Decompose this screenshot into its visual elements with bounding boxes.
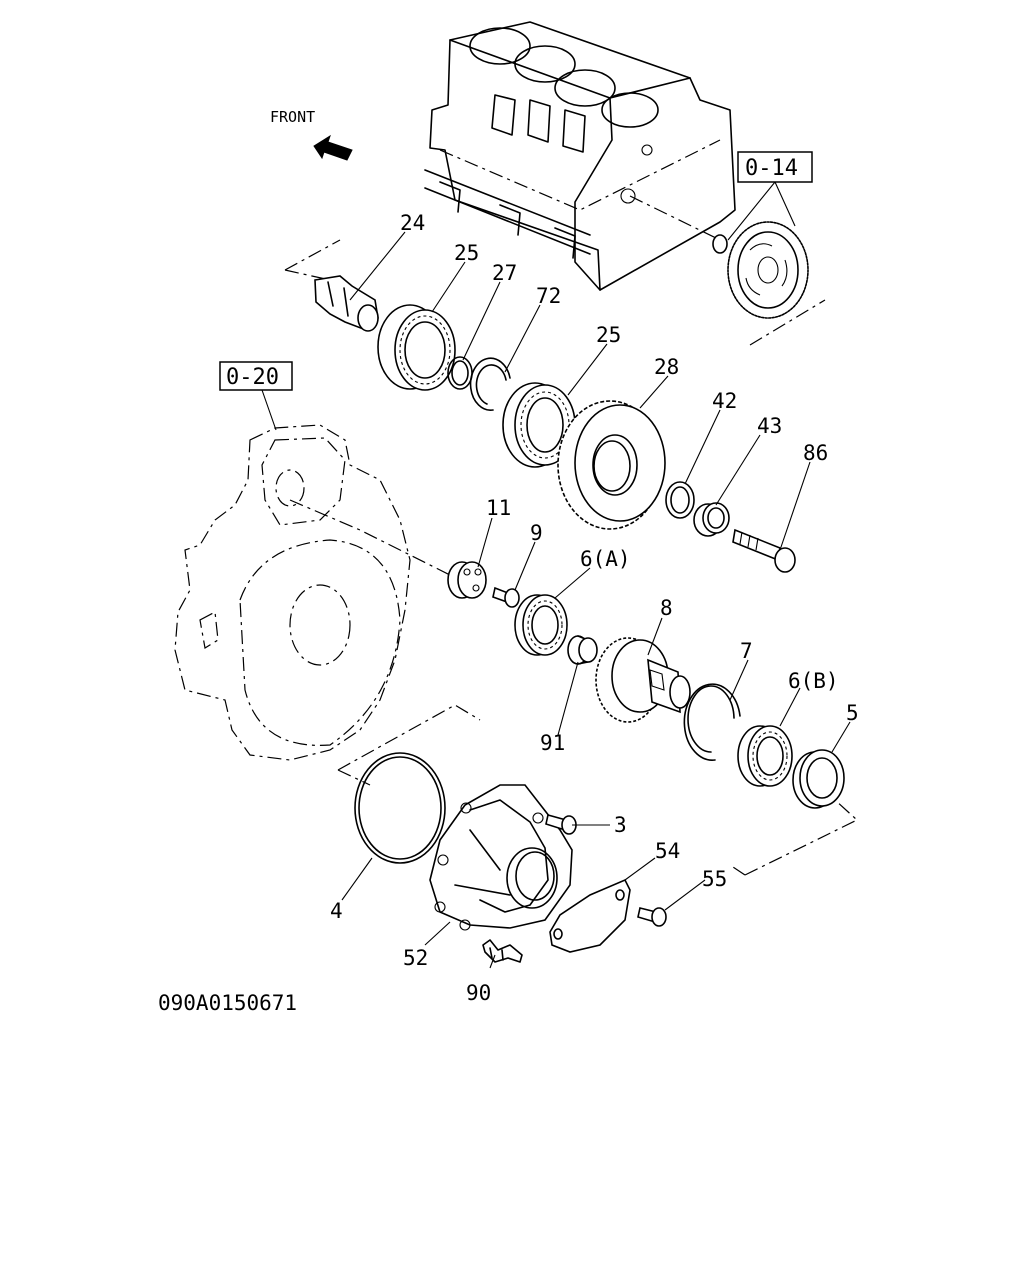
- part-5-oil-seal: [792, 749, 845, 809]
- part-25-bearing-upper: [377, 304, 456, 391]
- flywheel-gear: [712, 221, 809, 319]
- callout-7: 7: [740, 639, 753, 663]
- callout-28: 28: [654, 355, 679, 379]
- part-7-snap-ring: [683, 683, 741, 761]
- callout-55: 55: [702, 867, 727, 891]
- callout-6a: 6(A): [580, 547, 631, 571]
- callout-72: 72: [536, 284, 561, 308]
- ref-0-20-label: 0-20: [226, 365, 279, 390]
- callout-25-lower: 25: [596, 323, 621, 347]
- engine-block: [424, 21, 736, 291]
- part-54-gasket: [549, 878, 631, 953]
- part-28-gear: [557, 400, 666, 530]
- part-42-ring: [665, 481, 695, 519]
- callout-43: 43: [757, 414, 782, 438]
- part-11-retainer: [447, 561, 487, 599]
- callout-54: 54: [655, 839, 680, 863]
- callout-42: 42: [712, 389, 737, 413]
- part-86-bolt: [732, 528, 796, 573]
- leader-lines: [341, 231, 851, 969]
- front-label: FRONT: [270, 108, 315, 126]
- part-6a-bearing: [514, 594, 568, 656]
- part-27-ring: [447, 356, 473, 390]
- callout-52: 52: [403, 946, 428, 970]
- callout-6b: 6(B): [788, 669, 839, 693]
- part-3-bolt: [545, 814, 577, 835]
- callout-27: 27: [492, 261, 517, 285]
- front-direction-indicator: FRONT: [270, 108, 353, 161]
- callout-3: 3: [614, 813, 627, 837]
- part-55-bolt: [637, 907, 667, 927]
- part-72-snap-ring: [469, 357, 511, 411]
- callout-8: 8: [660, 596, 673, 620]
- drawing-number: 090A0150671: [158, 991, 297, 1015]
- part-90-clip: [482, 939, 523, 963]
- callout-4: 4: [330, 899, 343, 923]
- part-6b-bearing: [737, 725, 793, 787]
- part-91-plug: [567, 635, 598, 665]
- ref-box-0-14[interactable]: 0-14: [737, 151, 813, 183]
- callouts: 24 25 27 72 25 28 42 43 86 11 9 6(A) 8 7…: [330, 211, 859, 1005]
- callout-25-upper: 25: [454, 241, 479, 265]
- ref-box-0-20[interactable]: 0-20: [219, 361, 293, 391]
- front-arrow-icon: [313, 134, 353, 161]
- callout-91: 91: [540, 731, 565, 755]
- part-9-screw: [492, 586, 520, 608]
- flywheel-housing: [174, 424, 451, 761]
- part-43-collar: [693, 502, 730, 537]
- callout-90: 90: [466, 981, 491, 1005]
- callout-9: 9: [530, 521, 543, 545]
- part-8-gear: [595, 637, 691, 723]
- callout-24: 24: [400, 211, 425, 235]
- callout-11: 11: [486, 496, 511, 520]
- part-24-shaft: [314, 275, 379, 332]
- callout-5: 5: [846, 701, 859, 725]
- callout-86: 86: [803, 441, 828, 465]
- ref-0-14-label: 0-14: [745, 156, 798, 181]
- part-52-cover: [429, 784, 573, 931]
- part-4-o-ring: [354, 752, 446, 864]
